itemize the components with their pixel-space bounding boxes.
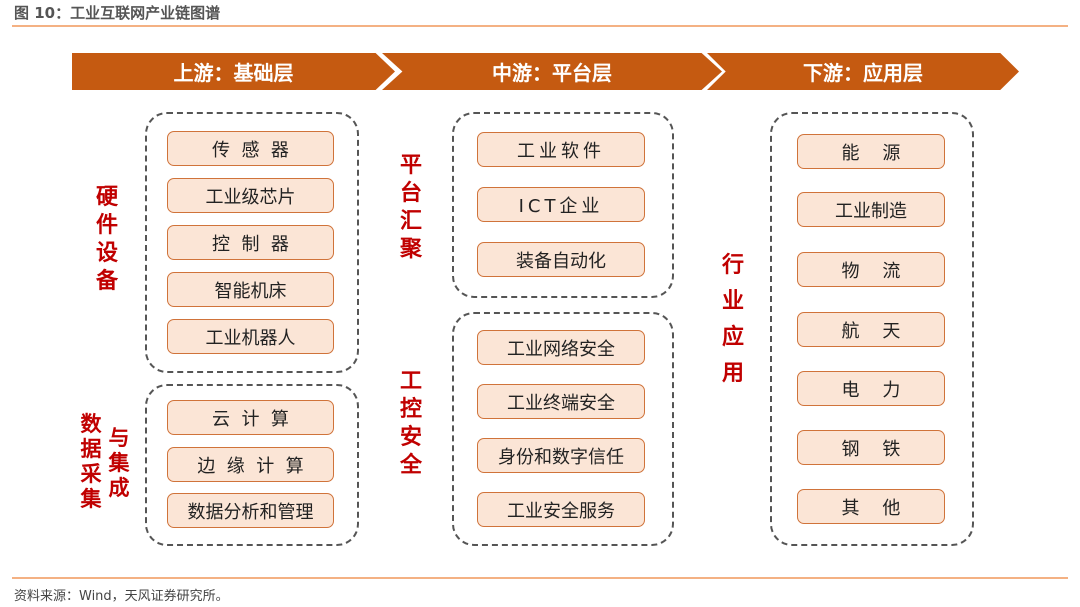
- label-security: 工控安全: [399, 369, 422, 478]
- item-analytics: 数据分析和管理: [167, 493, 334, 528]
- item-manufacturing: 工业制造: [797, 192, 945, 227]
- source-note: 资料来源：Wind，天风证券研究所。: [14, 589, 229, 604]
- item-cloud: 云 计 算: [167, 400, 334, 435]
- label-platform: 平台汇聚: [399, 153, 422, 262]
- item-energy: 能 源: [797, 134, 945, 169]
- item-terminal-security: 工业终端安全: [477, 384, 645, 419]
- banner-downstream: 下游：应用层: [707, 53, 1019, 90]
- item-other: 其 他: [797, 489, 945, 524]
- figure-title: 图 10：工业互联网产业链图谱: [14, 4, 221, 22]
- label-hardware: 硬件设备: [95, 185, 118, 294]
- footer-divider: [12, 577, 1068, 579]
- item-sensor: 传 感 器: [167, 131, 334, 166]
- item-automation: 装备自动化: [477, 242, 645, 277]
- item-ict: ICT企业: [477, 187, 645, 222]
- item-cnc: 智能机床: [167, 272, 334, 307]
- title-divider: [12, 25, 1068, 27]
- item-chip: 工业级芯片: [167, 178, 334, 213]
- item-steel: 钢 铁: [797, 430, 945, 465]
- banner-midstream: 中游：平台层: [382, 53, 722, 90]
- group-data: [145, 384, 359, 546]
- item-power: 电 力: [797, 371, 945, 406]
- label-data-collection: 数据采集: [80, 412, 102, 511]
- group-security: [452, 312, 674, 546]
- group-industry: [770, 112, 974, 546]
- label-integration: 与集成: [108, 426, 130, 500]
- banner-midstream-label: 中游：平台层: [492, 61, 612, 85]
- item-security-service: 工业安全服务: [477, 492, 645, 527]
- group-platform: [452, 112, 674, 298]
- item-identity-trust: 身份和数字信任: [477, 438, 645, 473]
- item-software: 工业软件: [477, 132, 645, 167]
- banner-upstream: 上游：基础层: [72, 53, 395, 90]
- item-robot: 工业机器人: [167, 319, 334, 354]
- banner-upstream-label: 上游：基础层: [173, 61, 294, 85]
- label-industry: 行业应用: [721, 253, 744, 386]
- group-hardware: [145, 112, 359, 373]
- item-edge: 边 缘 计 算: [167, 447, 334, 482]
- banner-downstream-label: 下游：应用层: [803, 61, 923, 85]
- item-logistics: 物 流: [797, 252, 945, 287]
- item-network-security: 工业网络安全: [477, 330, 645, 365]
- item-controller: 控 制 器: [167, 225, 334, 260]
- item-aerospace: 航 天: [797, 312, 945, 347]
